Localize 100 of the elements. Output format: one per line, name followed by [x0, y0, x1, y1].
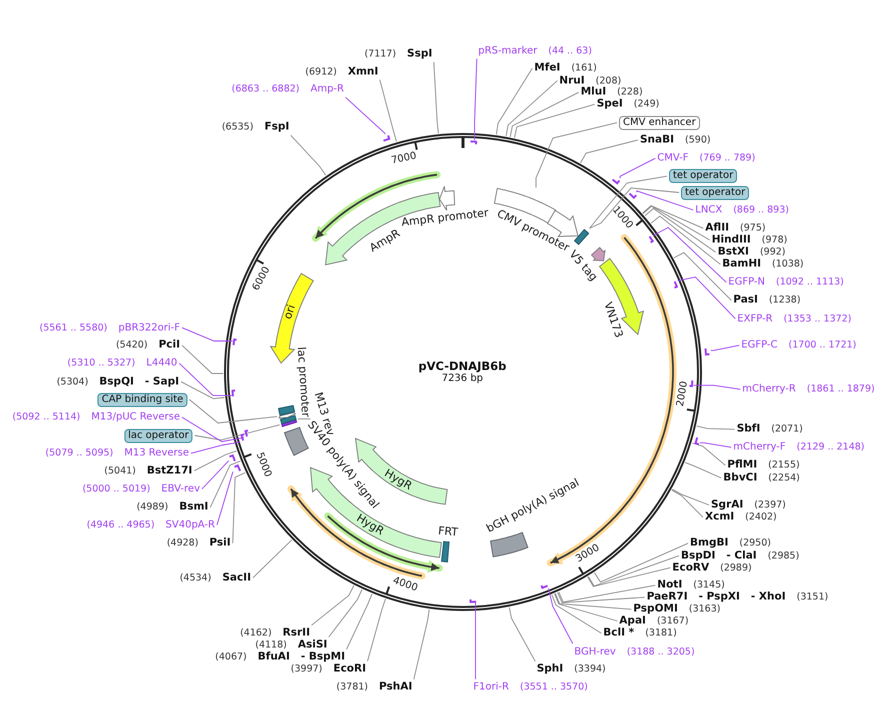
leader-line	[367, 598, 386, 662]
primer-mark	[240, 433, 246, 443]
primer-mark	[231, 388, 237, 398]
leader-line	[182, 327, 233, 342]
cut-position: (3781)	[336, 680, 368, 694]
feature-block	[492, 187, 557, 225]
sequence-feature	[438, 184, 457, 212]
feature-block	[440, 540, 450, 564]
cut-position: (4928)	[166, 536, 198, 550]
cut-position: (5420)	[116, 338, 148, 352]
enzyme-name: - SapI	[144, 375, 179, 388]
primer-position: (3188 .. 3205)	[626, 645, 695, 658]
leader-line	[510, 92, 580, 138]
leader-line	[311, 585, 354, 626]
cut-position: (4989)	[136, 500, 168, 514]
cut-position: (1238)	[768, 294, 801, 307]
enzyme-name: SgrAI	[711, 498, 744, 512]
enzyme-name: HindIII	[712, 234, 751, 246]
primer-mark	[468, 140, 478, 146]
leader-line	[216, 472, 234, 526]
leader-line	[672, 488, 710, 506]
feature-block	[283, 426, 310, 457]
enzyme-name: BamHI	[722, 258, 762, 271]
primer-position: (769 .. 789)	[700, 152, 756, 165]
leader-line	[178, 362, 232, 396]
cut-position: (3181)	[645, 626, 677, 640]
primer-position: (5561 .. 5580)	[40, 321, 108, 334]
primer-mark	[648, 235, 654, 244]
leader-line	[182, 416, 244, 442]
primer-mark	[469, 598, 478, 603]
leader-line	[652, 226, 727, 283]
leader-line	[580, 140, 638, 164]
cut-position: (1038)	[772, 258, 804, 271]
primer-position: (1861 .. 1879)	[806, 382, 875, 396]
sequence-feature	[598, 256, 645, 336]
feature-tag: tet operator	[681, 186, 750, 200]
leader-line	[290, 134, 326, 176]
feature-tag: CAP binding site	[98, 392, 188, 406]
leader-line	[710, 344, 740, 352]
leader-line	[346, 593, 372, 650]
enzyme-name: ApaI	[619, 614, 646, 628]
primer-position: (5092 .. 5114)	[12, 410, 80, 424]
enzyme-name: FspI	[264, 120, 290, 134]
enzyme-name: MfeI	[534, 62, 560, 75]
cut-position: (2397)	[754, 498, 786, 512]
primer-mark	[611, 178, 622, 184]
plasmid-size: 7236 bp	[442, 373, 484, 386]
primer-position: (4946 .. 4965)	[86, 518, 155, 532]
leader-line	[252, 539, 292, 578]
leader-line	[692, 442, 726, 466]
primer-mark	[244, 429, 249, 438]
enzyme-name: XcmI	[705, 510, 734, 524]
feature-tag: lac operator	[124, 428, 193, 442]
cut-position: (3163)	[688, 602, 720, 616]
leader-line	[506, 80, 558, 137]
cut-position: (2950)	[739, 536, 771, 550]
primer-position: (2129 .. 2148)	[796, 440, 865, 454]
cut-position: (3145)	[693, 578, 725, 592]
leader-line	[587, 567, 671, 588]
leader-line	[190, 442, 241, 454]
leader-line	[232, 472, 246, 544]
cut-position: (5041)	[104, 464, 136, 478]
enzyme-name: PsiI	[209, 536, 231, 550]
primer-position: (5000 .. 5019)	[82, 482, 150, 496]
primer-position: (5079 .. 5095)	[45, 446, 114, 460]
cut-position: (3997)	[290, 662, 322, 676]
enzyme-name: PspOMI	[633, 602, 678, 616]
primer-name: F1ori-R	[473, 680, 509, 694]
leader-line	[345, 96, 386, 135]
leader-line	[557, 592, 646, 604]
feature-label: FRT	[437, 524, 458, 539]
scale-label: 2000	[676, 380, 690, 408]
enzyme-name: SbfI	[736, 422, 760, 436]
leader-line	[536, 122, 618, 188]
leader-line	[182, 344, 224, 374]
cut-position: (6912)	[305, 65, 337, 78]
enzyme-name: BspDI	[681, 549, 716, 562]
cut-position: (3394)	[574, 662, 606, 676]
leader-line	[188, 399, 278, 424]
leader-line	[594, 542, 688, 583]
cut-position: (975)	[740, 222, 766, 234]
primer-mark	[694, 436, 700, 446]
cut-position: (3167)	[656, 614, 689, 628]
cut-position: (5304)	[56, 375, 88, 388]
leader-line	[588, 555, 680, 587]
scale-label: 5000	[253, 452, 272, 480]
feature-block	[572, 228, 590, 246]
leader-line	[551, 594, 602, 634]
enzyme-name: MluI	[580, 86, 606, 98]
leader-line	[508, 606, 536, 662]
scale-label: 6000	[252, 266, 273, 293]
primer-mark	[382, 134, 391, 142]
primer-mark	[232, 338, 238, 348]
primer-name: SV40pA-R	[166, 518, 215, 532]
primer-position: (44 .. 63)	[548, 44, 592, 58]
primer-name: EXFP-R	[737, 312, 773, 326]
leader-line	[636, 190, 694, 210]
feature-block	[279, 414, 298, 426]
leader-line	[677, 276, 736, 320]
enzyme-name: SspI	[407, 48, 432, 60]
